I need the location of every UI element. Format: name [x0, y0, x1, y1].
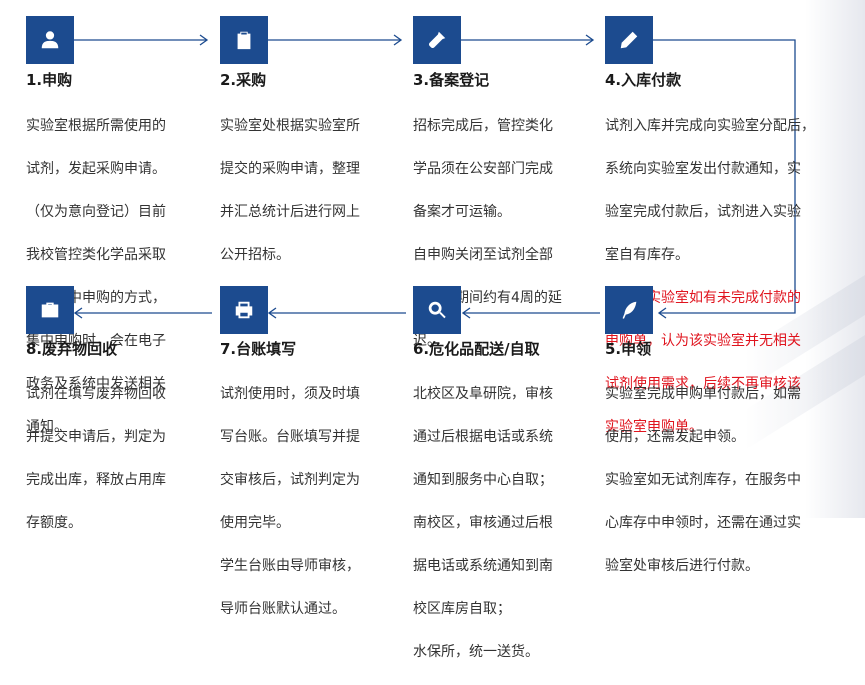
step-1-line: 集中申购时，会在电子	[26, 332, 166, 349]
step-3-title: 3.备案登记	[413, 71, 490, 89]
background-gradient	[805, 0, 865, 518]
step-4-line: 系统向实验室发出付款通知，实	[605, 160, 801, 177]
step-6-line: 据电话或系统通知到南	[413, 557, 553, 574]
step-6-line: 通过后根据电话或系统	[413, 428, 553, 445]
step-1-line: 试剂，发起采购申请。	[26, 160, 166, 177]
step-7-line: 写台账。台账填写并提	[220, 428, 360, 445]
step-7-line: 导师台账默认通过。	[220, 600, 346, 617]
step-3-line: 招标完成后，管控类化	[413, 117, 553, 134]
step-6-icon-box	[413, 286, 461, 334]
step-2-line: 提交的采购申请，整理	[220, 160, 360, 177]
step-6-title: 6.危化品配送/自取	[413, 340, 540, 358]
step-2-icon-box	[220, 16, 268, 64]
step-6-description: 北校区及阜研院，审核 通过后根据电话或系统 通知到服务中心自取； 南校区，审核通…	[413, 362, 603, 685]
step-1-title: 1.申购	[26, 71, 73, 89]
step-1-line: 实验室根据所需使用的	[26, 117, 166, 134]
step-8-description: 试剂在填写废弃物回收 并提交申请后，判定为 完成出库，释放占用库 存额度。	[26, 362, 216, 556]
step-5-title: 5.申领	[605, 340, 652, 358]
pencil-icon	[620, 31, 638, 49]
step-4-note-line: 申购单，认为该实验室并无相关	[605, 332, 801, 349]
step-3-line: 学品须在公安部门完成	[413, 160, 553, 177]
step-7-line: 交审核后，试剂判定为	[220, 471, 360, 488]
step-6-line: 北校区及阜研院，审核	[413, 385, 553, 402]
step-1-line: 我校管控类化学品采取	[26, 246, 166, 263]
step-5-line: 实验室如无试剂库存，在服务中	[605, 471, 801, 488]
step-4-line: 室自有库存。	[605, 246, 689, 263]
step-7-line: 学生台账由导师审核，	[220, 557, 360, 574]
step-8-line: 试剂在填写废弃物回收	[26, 385, 166, 402]
step-5-description: 实验室完成申购单付款后，如需 使用，还需发起申领。 实验室如无试剂库存，在服务中…	[605, 362, 845, 599]
arrow-3-to-4	[460, 34, 595, 46]
step-2-line: 公开招标。	[220, 246, 290, 263]
step-2-title: 2.采购	[220, 71, 267, 89]
step-1-line: 政务及系统中发送相关	[26, 375, 166, 392]
step-4-note-line: 实验室申购单。	[605, 418, 703, 435]
step-8-line: 并提交申请后，判定为	[26, 428, 166, 445]
user-icon	[41, 31, 59, 49]
step-4-note-line: 试剂使用需求，后续不再审核该	[605, 375, 801, 392]
flashlight-icon	[428, 31, 446, 49]
step-6-line: 校区库房自取；	[413, 600, 511, 617]
step-8-icon-box	[26, 286, 74, 334]
step-6-line: 水保所，统一送货。	[413, 643, 539, 660]
step-7-line: 使用完毕。	[220, 514, 290, 531]
step-3-line: 备案才可运输。	[413, 203, 511, 220]
step-4-description: 试剂入库并完成向实验室分配后， 系统向实验室发出付款通知，实 验室完成付款后，试…	[605, 94, 855, 460]
search-icon	[428, 301, 446, 319]
step-7-title: 7.台账填写	[220, 340, 297, 358]
step-1-icon-box	[26, 16, 74, 64]
step-8-line: 存额度。	[26, 514, 82, 531]
briefcase-icon	[41, 302, 59, 318]
arrow-6-to-7	[268, 307, 406, 319]
step-5-icon-box	[605, 286, 653, 334]
step-6-line: 通知到服务中心自取；	[413, 471, 553, 488]
step-4-line: 试剂入库并完成向实验室分配后，	[605, 117, 815, 134]
printer-icon	[235, 301, 253, 319]
step-2-line: 并汇总统计后进行网上	[220, 203, 360, 220]
arrow-2-to-3	[268, 34, 403, 46]
clipboard-icon	[237, 31, 251, 50]
step-4-line: 验室完成付款后，试剂进入实验	[605, 203, 801, 220]
step-8-title: 8.废弃物回收	[26, 340, 118, 358]
step-7-description: 试剂使用时，须及时填 写台账。台账填写并提 交审核后，试剂判定为 使用完毕。 学…	[220, 362, 410, 642]
step-3-icon-box	[413, 16, 461, 64]
step-4-title: 4.入库付款	[605, 71, 682, 89]
step-6-line: 南校区，审核通过后根	[413, 514, 553, 531]
arrow-4-to-5	[650, 39, 796, 319]
step-2-description: 实验室处根据实验室所 提交的采购申请，整理 并汇总统计后进行网上 公开招标。	[220, 94, 410, 288]
step-3-line: 迟。	[413, 332, 441, 349]
step-2-line: 实验室处根据实验室所	[220, 117, 360, 134]
arrow-7-to-8	[74, 307, 212, 319]
step-4-note-line: 注意：实验室如有未完成付款的	[605, 289, 801, 306]
step-5-line: 心库存中申领时，还需在通过实	[605, 514, 801, 531]
step-1-line: （仅为意向登记）目前	[26, 203, 166, 220]
arrow-5-to-6	[462, 307, 600, 319]
step-5-line: 验室处审核后进行付款。	[605, 557, 759, 574]
feather-icon	[622, 301, 637, 319]
step-8-line: 完成出库，释放占用库	[26, 471, 166, 488]
arrow-1-to-2	[74, 34, 209, 46]
step-1-line: 通知。	[26, 418, 68, 435]
step-3-line: 自申购关闭至试剂全部	[413, 246, 553, 263]
step-5-line: 使用，还需发起申领。	[605, 428, 745, 445]
step-7-icon-box	[220, 286, 268, 334]
step-5-line: 实验室完成申购单付款后，如需	[605, 385, 801, 402]
step-7-line: 试剂使用时，须及时填	[220, 385, 360, 402]
step-4-icon-box	[605, 16, 653, 64]
